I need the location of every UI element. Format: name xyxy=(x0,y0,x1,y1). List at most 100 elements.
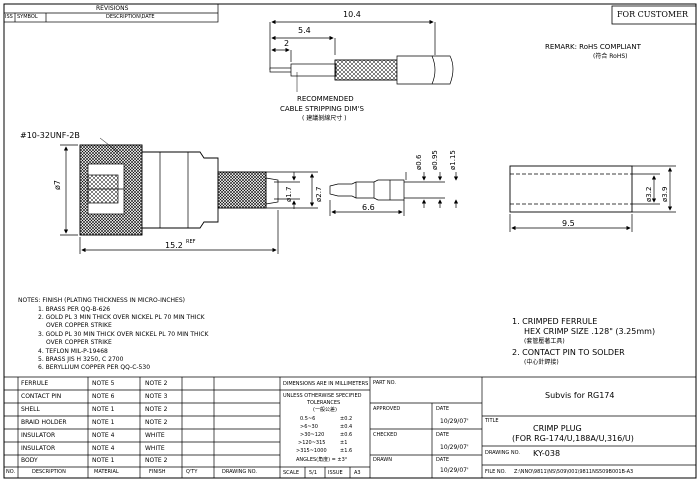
note-line: 4. TEFLON MIL-P-19468 xyxy=(38,348,108,355)
instruction-1: 1. CRIMPED FERRULE xyxy=(512,317,598,326)
strip-title-1: RECOMMENDED xyxy=(297,95,354,103)
drawing-no-label: DRAWING NO. xyxy=(485,450,520,456)
bom-material: NOTE 1 xyxy=(92,406,115,413)
symbol-label: SYMBOL xyxy=(17,14,38,20)
file-no-label: FILE NO. xyxy=(485,469,506,475)
bom-material: NOTE 4 xyxy=(92,432,115,439)
drawing-title: CRIMP PLUG xyxy=(533,424,582,433)
drawing-subtitle: (FOR RG-174/U,188A/U,316/U) xyxy=(512,434,634,443)
dim-2: 2 xyxy=(284,39,290,48)
note-line: OVER COPPER STRIKE xyxy=(46,339,112,346)
approved-date: 10/29/07' xyxy=(440,418,469,425)
instruction-2-cn: (中心針銲接) xyxy=(524,359,559,366)
bom-finish: NOTE 3 xyxy=(145,393,168,400)
bom-finish: NOTE 2 xyxy=(145,457,168,464)
bom-description: BRAID HOLDER xyxy=(21,419,67,426)
part-description: Subvis for RG174 xyxy=(545,391,615,400)
for-customer-label: FOR CUSTOMER xyxy=(617,10,688,19)
approved-label: APPROVED xyxy=(373,406,401,412)
date-label: DATE xyxy=(436,457,450,463)
tolerance-value: ±0.6 xyxy=(340,432,353,438)
tolerance-value: ±0.2 xyxy=(340,416,353,422)
bom-finish: WHITE xyxy=(145,445,165,452)
dim-15-2: 15.2 xyxy=(165,241,183,250)
dim-6-6: 6.6 xyxy=(362,203,375,212)
revisions-block xyxy=(3,3,219,23)
strip-title-3: ( 建議剝線尺寸 ) xyxy=(302,115,347,122)
bom-header-finish: FINISH xyxy=(149,469,166,475)
revisions-label: REVISIONS xyxy=(96,5,129,12)
dim-dia-3-2: ø3.2 xyxy=(645,186,653,202)
dim-dia-0-95: ø0.95 xyxy=(431,150,439,170)
bom-material: NOTE 5 xyxy=(92,380,115,387)
scale-value: 5/1 xyxy=(309,470,318,476)
bom-material: NOTE 1 xyxy=(92,457,115,464)
description-date-label: DESCRIPTION\DATE xyxy=(106,14,155,20)
bom-header-description: DESCRIPTION xyxy=(32,469,66,475)
dim-dia-2-7: ø2.7 xyxy=(315,186,323,202)
dim-dia-3-9: ø3.9 xyxy=(661,186,669,202)
part-no-label: PART NO. xyxy=(373,380,396,386)
note-line: 5. BRASS JIS H 3250, C 2700 xyxy=(38,356,124,363)
for-customer-box xyxy=(611,5,697,25)
note-line: 1. BRASS PER QQ-B-626 xyxy=(38,306,111,313)
bom-material: NOTE 6 xyxy=(92,393,115,400)
tolerance-range: >120~315 xyxy=(298,440,326,446)
date-label: DATE xyxy=(436,406,450,412)
tolerance-range: >6~30 xyxy=(300,424,318,430)
strip-title-2: CABLE STRIPPING DIM'S xyxy=(280,105,364,113)
title-block-grid xyxy=(4,376,696,478)
tolerance-value: ±0.4 xyxy=(340,424,353,430)
tolerance-units: DIMENSIONS ARE IN MILLIMETERS xyxy=(283,381,369,387)
file-no-value: Z:\NNO\9811\NS\509\001\9811NS509B001B-A3 xyxy=(514,469,634,475)
bom-finish: WHITE xyxy=(145,432,165,439)
dim-dia-0-6: ø0.6 xyxy=(415,154,423,170)
issue-value: A3 xyxy=(354,470,361,476)
title-label: TITLE xyxy=(485,418,499,424)
tolerance-title: TOLERANCES xyxy=(307,400,341,406)
remark-rohs: REMARK: RoHS COMPLIANT xyxy=(545,43,641,51)
dim-dia-7: ø7 xyxy=(53,180,62,190)
bom-description: CONTACT PIN xyxy=(21,393,62,400)
note-line: 6. BERYLLIUM COPPER PER QQ-C-530 xyxy=(38,364,151,371)
bom-header-no: NO. xyxy=(6,469,16,475)
tolerance-range: >30~120 xyxy=(300,432,325,438)
instruction-1-detail: HEX CRIMP SIZE .128" (3.25mm) xyxy=(524,327,656,336)
bom-description: INSULATOR xyxy=(21,432,56,439)
checked-date: 10/29/07' xyxy=(440,444,469,451)
bom-header-drawing-no: DRAWING NO. xyxy=(222,469,257,475)
bom-description: SHELL xyxy=(21,406,40,413)
ferrule-view xyxy=(509,165,676,232)
tolerance-cn: (一般公差) xyxy=(313,407,337,413)
connector-side-view xyxy=(60,137,318,254)
dim-dia-1-15: ø1.15 xyxy=(449,150,457,170)
iss-label: ISS xyxy=(5,14,13,20)
instruction-2: 2. CONTACT PIN TO SOLDER xyxy=(512,348,625,357)
drawn-date: 10/29/07' xyxy=(440,467,469,474)
cable-stripping-drawing xyxy=(269,19,454,92)
bom-finish: NOTE 2 xyxy=(145,406,168,413)
checked-label: CHECKED xyxy=(373,432,398,438)
note-line: 2. GOLD PL 3 MIN THICK OVER NICKEL PL 70… xyxy=(38,314,205,321)
instruction-1-cn: (套管壓著工具) xyxy=(524,338,565,345)
remark-rohs-cn: (符合 RoHS) xyxy=(593,53,628,60)
thread-spec: #10-32UNF-2B xyxy=(20,131,80,140)
date-label: DATE xyxy=(436,432,450,438)
drawn-label: DRAWN xyxy=(373,457,392,463)
note-line: NOTES: FINISH (PLATING THICKNESS IN MICR… xyxy=(18,297,185,304)
contact-pin-view xyxy=(329,172,459,216)
note-line: 3. GOLD PL 30 MIN THICK OVER NICKEL PL 7… xyxy=(38,331,209,338)
tolerance-range: 0.5~6 xyxy=(300,416,316,422)
tolerance-angles: ANGLES(角度) = ±3° xyxy=(296,457,348,463)
bom-header-material: MATERIAL xyxy=(94,469,119,475)
tolerance-unless: UNLESS OTHERWISE SPECIFIED xyxy=(283,393,362,399)
bom-description: FERRULE xyxy=(21,380,49,387)
bom-description: BODY xyxy=(21,457,38,464)
dim-dia-1-7: ø1.7 xyxy=(285,186,293,202)
dim-5-4: 5.4 xyxy=(298,26,311,35)
tolerance-value: ±1.6 xyxy=(340,448,353,454)
issue-label: ISSUE xyxy=(328,470,343,476)
bom-description: INSULATOR xyxy=(21,445,56,452)
bom-material: NOTE 1 xyxy=(92,419,115,426)
